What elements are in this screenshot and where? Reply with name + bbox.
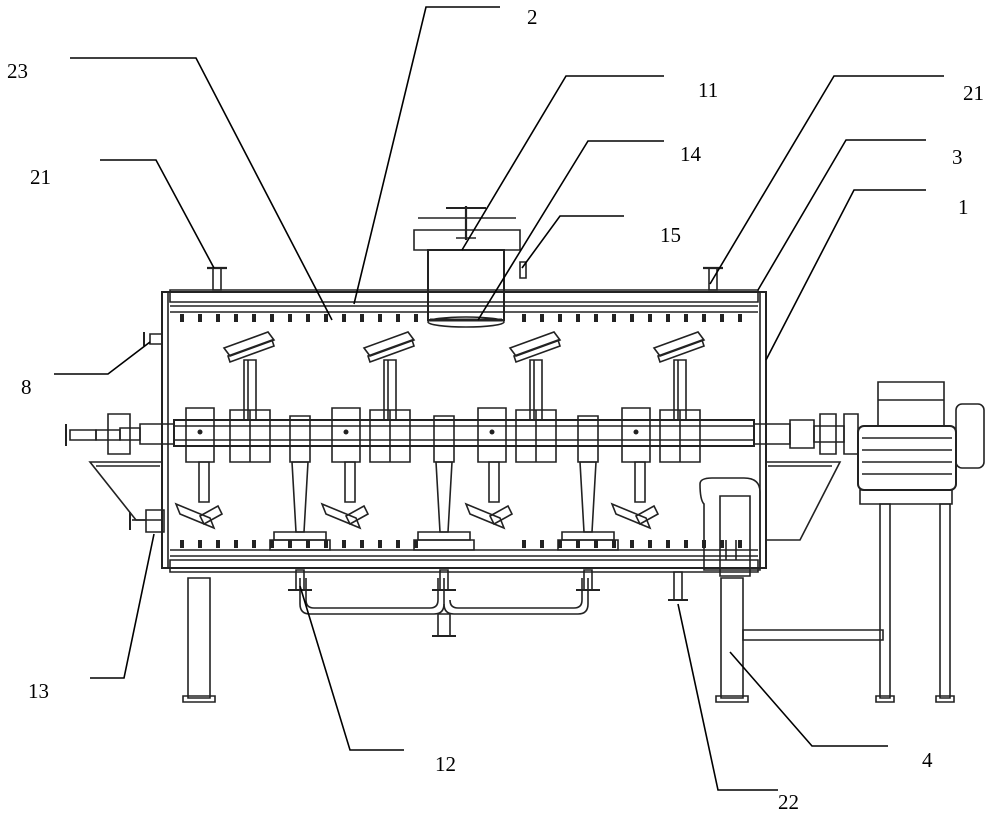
side-valve bbox=[130, 332, 164, 532]
label-4: 4 bbox=[922, 748, 933, 772]
support-legs bbox=[183, 578, 748, 702]
label-3: 3 bbox=[952, 145, 963, 169]
motor bbox=[858, 382, 984, 490]
label-21-right: 21 bbox=[963, 81, 984, 105]
label-15: 15 bbox=[660, 223, 681, 247]
label-22: 22 bbox=[778, 790, 799, 814]
leader-lines bbox=[54, 7, 944, 790]
label-21-left: 21 bbox=[30, 165, 51, 189]
discharge-outlet bbox=[700, 478, 760, 576]
label-14: 14 bbox=[680, 142, 701, 166]
main-body bbox=[162, 290, 766, 572]
vent-pipes bbox=[207, 268, 723, 290]
label-8: 8 bbox=[21, 375, 32, 399]
label-1: 1 bbox=[958, 195, 969, 219]
paddle-assemblies bbox=[176, 332, 704, 590]
motor-frame bbox=[743, 490, 954, 702]
feed-inlet bbox=[414, 206, 526, 327]
bottom-jacket-tabs bbox=[180, 540, 742, 548]
label-13: 13 bbox=[28, 679, 49, 703]
label-12: 12 bbox=[435, 752, 456, 776]
label-11: 11 bbox=[698, 78, 719, 102]
side-hoppers bbox=[90, 462, 840, 540]
top-jacket-tabs bbox=[180, 314, 742, 322]
main-shaft bbox=[66, 414, 858, 454]
bottom-pipes bbox=[288, 572, 688, 636]
label-2: 2 bbox=[527, 5, 538, 29]
label-23: 23 bbox=[7, 59, 28, 83]
